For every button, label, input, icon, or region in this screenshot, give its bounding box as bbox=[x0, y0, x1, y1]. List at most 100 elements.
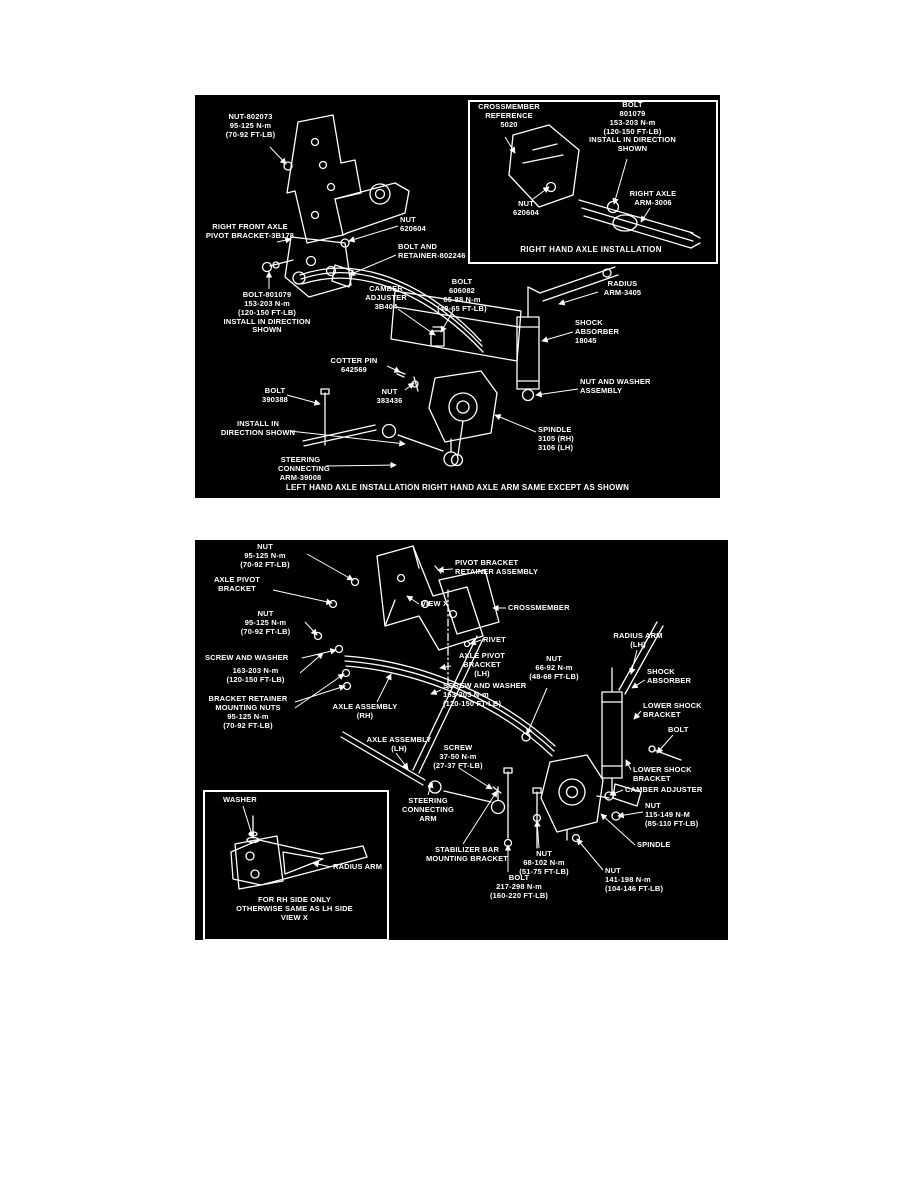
leader-line bbox=[406, 595, 420, 605]
leader-line bbox=[397, 308, 436, 336]
label-torque-163-203-a: 163-203 N-m(120-150 FT-LB) bbox=[226, 666, 285, 684]
leader-line bbox=[386, 365, 401, 373]
leader-line bbox=[348, 254, 397, 276]
leader-line bbox=[469, 639, 482, 646]
label-rivet: RIVET bbox=[483, 635, 506, 644]
leader-line bbox=[617, 811, 644, 819]
leader-line bbox=[532, 186, 550, 200]
leader-line bbox=[625, 759, 632, 771]
view-x-inset-box bbox=[203, 790, 389, 940]
suspension-artwork bbox=[230, 545, 682, 890]
diagram-line-art-top bbox=[261, 114, 701, 469]
leader-line bbox=[462, 790, 498, 845]
leader-line bbox=[535, 388, 579, 398]
diagram-line-art-bottom bbox=[230, 545, 682, 890]
label-radius-arm-inset: RADIUS ARM bbox=[333, 862, 383, 871]
label-axle-assembly-rh: AXLE ASSEMBLY(RH) bbox=[332, 702, 398, 720]
label-camber-adjuster: CAMBER ADJUSTER bbox=[625, 785, 703, 794]
leader-line bbox=[286, 394, 321, 406]
leader-line bbox=[294, 684, 346, 703]
frame-and-axle-artwork bbox=[261, 114, 701, 467]
leader-line bbox=[534, 820, 541, 849]
leader-line bbox=[576, 838, 604, 871]
leader-line bbox=[633, 710, 642, 720]
leader-line bbox=[299, 652, 324, 674]
label-view-x: VIEW X bbox=[421, 599, 449, 608]
leader-line bbox=[439, 663, 452, 671]
leader-line bbox=[504, 136, 516, 154]
leader-line bbox=[242, 805, 255, 839]
label-spindle: SPINDLE bbox=[637, 840, 671, 849]
leader-lines bbox=[242, 553, 674, 872]
leader-line bbox=[612, 158, 628, 205]
leader-line bbox=[609, 789, 624, 796]
label-screw-and-washer-a: SCREW AND WASHER bbox=[205, 653, 289, 662]
leader-line bbox=[629, 649, 638, 675]
leader-line bbox=[631, 679, 646, 689]
leader-line bbox=[600, 813, 636, 846]
leader-line bbox=[348, 225, 399, 243]
panel-caption: LEFT HAND AXLE INSTALLATION RIGHT HAND A… bbox=[285, 483, 630, 492]
leader-line bbox=[269, 146, 287, 165]
leader-line bbox=[289, 430, 406, 447]
leader-lines bbox=[265, 136, 651, 469]
label-bolt: BOLT bbox=[668, 725, 689, 734]
inset-caption: RIGHT HAND AXLE INSTALLATION bbox=[520, 245, 662, 254]
leader-line bbox=[494, 414, 537, 433]
leader-line bbox=[304, 621, 318, 636]
leader-line bbox=[427, 781, 434, 796]
leader-line bbox=[272, 589, 333, 605]
leader-line bbox=[458, 767, 493, 790]
leader-line bbox=[656, 734, 674, 754]
leader-line bbox=[404, 382, 415, 391]
label-washer: WASHER bbox=[223, 795, 257, 804]
leader-line bbox=[325, 461, 397, 469]
leader-line bbox=[395, 752, 409, 770]
leader-line bbox=[430, 688, 442, 695]
leader-line bbox=[640, 207, 651, 223]
leader-line bbox=[376, 673, 392, 703]
leader-line bbox=[276, 237, 292, 244]
